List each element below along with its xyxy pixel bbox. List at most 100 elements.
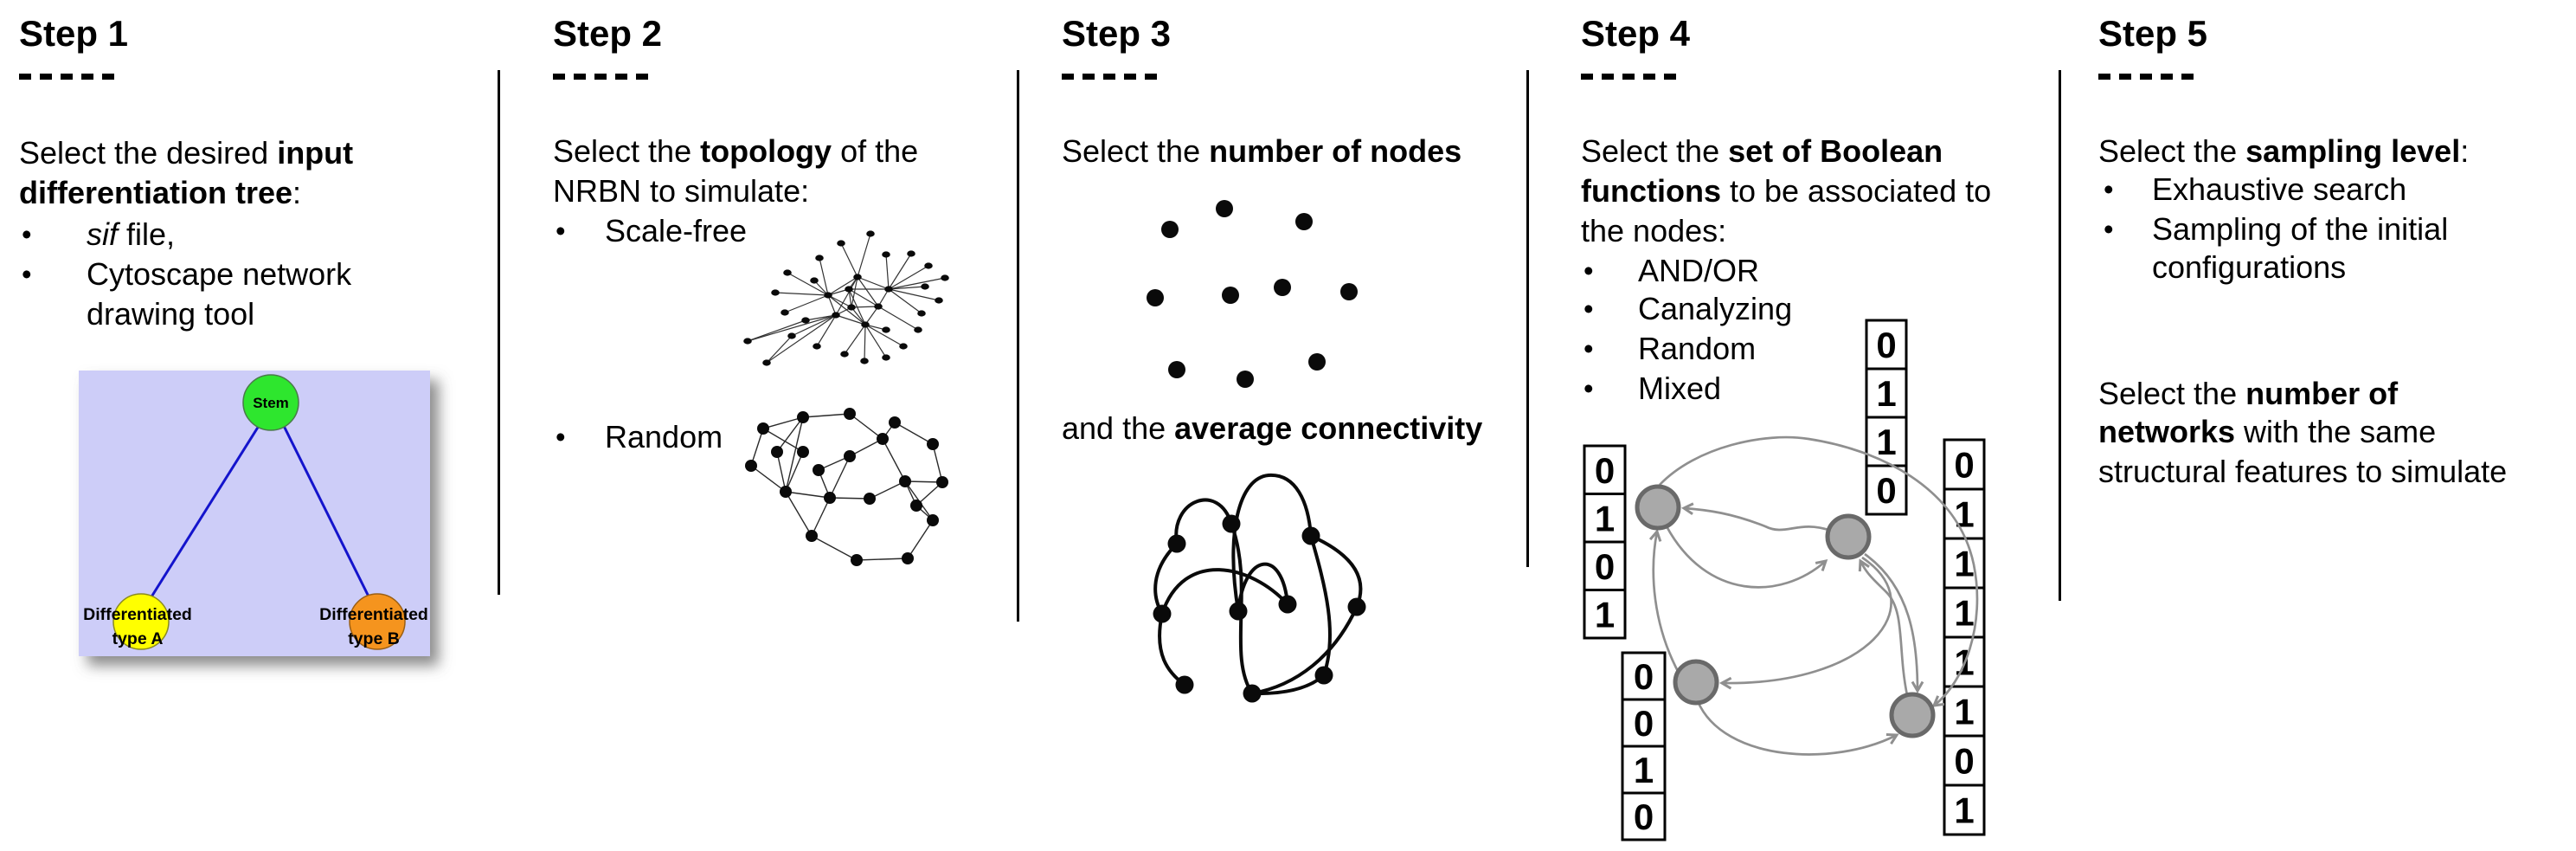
graph-edge — [766, 314, 837, 364]
graph-edge — [787, 272, 829, 296]
type-a-node — [112, 593, 170, 650]
stem-label: Stem — [253, 395, 289, 411]
bold-text: functions — [1581, 173, 1721, 209]
nodes-layer — [745, 408, 948, 566]
graph-edge — [904, 480, 943, 483]
step5-bullet2-line1: Sampling of the initial — [2152, 210, 2448, 249]
text-segment: NRBN to simulate: — [553, 173, 810, 209]
bold-text: differentiation tree — [19, 175, 293, 210]
function-arrow — [1696, 700, 1897, 756]
graph-edge — [762, 416, 804, 429]
node-dot — [1222, 287, 1239, 304]
bullet-glyph: • — [1584, 332, 1594, 364]
graph-edge — [829, 455, 851, 499]
step2-intro-line1: Select the topology of the — [553, 132, 918, 171]
node-dot — [1216, 200, 1233, 217]
graph-node — [832, 312, 840, 319]
boolean-network-node-d — [1889, 692, 1936, 738]
step5-para2-line1: Select the number of — [2098, 374, 2398, 414]
graph-node — [771, 289, 780, 296]
step4-intro-line2: functions to be associated to — [1581, 171, 1991, 211]
text-segment: file, — [118, 216, 176, 252]
boolean-cell — [1865, 416, 1908, 467]
step3-line2: and the average connectivity — [1062, 409, 1482, 448]
graph-node — [902, 552, 914, 564]
graph-node — [844, 450, 856, 462]
text-segment: with the same — [2235, 414, 2437, 449]
column-divider-2 — [1017, 70, 1019, 622]
graph-node — [844, 408, 856, 420]
graph-edge — [888, 286, 926, 290]
bullet-glyph: • — [556, 215, 566, 247]
boolean-cell — [1621, 791, 1667, 841]
boolean-value: 1 — [1954, 544, 1974, 584]
graph-node — [810, 277, 819, 284]
boolean-value: 1 — [1954, 593, 1974, 634]
step5-para2-line3: structural features to simulate — [2098, 452, 2507, 492]
boolean-value: 0 — [1954, 445, 1974, 486]
graph-edge — [835, 314, 866, 326]
graph-edge — [864, 324, 904, 347]
nodes-layer — [1153, 514, 1366, 703]
graph-node — [935, 297, 943, 304]
graph-edge — [857, 233, 871, 278]
graph-edge — [835, 276, 858, 316]
boolean-value: 1 — [1954, 692, 1974, 732]
graph-node — [1222, 514, 1241, 533]
graph-node — [882, 326, 890, 333]
graph-node — [806, 530, 818, 542]
graph-node — [781, 309, 789, 316]
text-segment: Select the — [2098, 133, 2246, 169]
step5-para1-line1: Select the sampling level: — [2098, 132, 2469, 171]
graph-node — [874, 303, 883, 310]
boolean-cell — [1583, 589, 1627, 640]
edges-layer — [1153, 473, 1363, 696]
graph-edge — [888, 253, 912, 290]
graph-edge — [785, 451, 804, 493]
graph-node — [899, 343, 908, 350]
graph-edge — [849, 413, 883, 440]
graph-node — [927, 438, 939, 450]
graph-edge — [1174, 498, 1233, 545]
graph-node — [797, 411, 809, 423]
column-divider-4 — [2059, 70, 2061, 601]
graph-edge — [857, 276, 879, 307]
graph-node — [771, 446, 783, 458]
graph-edge — [844, 324, 866, 355]
step5-title: Step 5 — [2098, 13, 2208, 54]
edges-layer — [747, 233, 946, 364]
text-segment: Select the desired — [19, 135, 278, 171]
boolean-cell — [1621, 745, 1667, 795]
step1-intro-line1: Select the desired input — [19, 133, 353, 173]
boolean-cell — [1943, 438, 1986, 491]
graph-edge — [1251, 606, 1359, 695]
text-segment: : — [292, 175, 302, 210]
text-segment: : — [2460, 133, 2470, 169]
function-arrow — [1654, 532, 1681, 675]
graph-node — [864, 493, 876, 505]
boolean-value: 0 — [1595, 546, 1615, 587]
step4-intro-line3: the nodes: — [1581, 211, 1726, 251]
graph-edge — [864, 324, 866, 362]
tree-edge-to-type-b — [282, 425, 371, 599]
graph-node — [743, 338, 752, 345]
graph-edge — [829, 497, 870, 500]
bullet-glyph: • — [2104, 213, 2114, 245]
graph-edge — [766, 335, 793, 364]
text-segment: Cytoscape network — [87, 256, 352, 292]
graph-node — [899, 475, 911, 487]
step1-bullet2-marker: • — [22, 255, 32, 294]
graph-edge — [750, 465, 787, 493]
graph-node — [847, 304, 856, 311]
graph-node — [1347, 597, 1366, 616]
bold-text: sampling level — [2245, 133, 2461, 169]
graph-edge — [1158, 613, 1186, 687]
graph-edge — [885, 254, 890, 290]
graph-edge — [1231, 473, 1313, 612]
graph-edge — [774, 292, 829, 296]
graph-node — [860, 358, 869, 364]
graph-edge — [805, 314, 837, 321]
step4-bullet2-marker: • — [1584, 289, 1594, 329]
